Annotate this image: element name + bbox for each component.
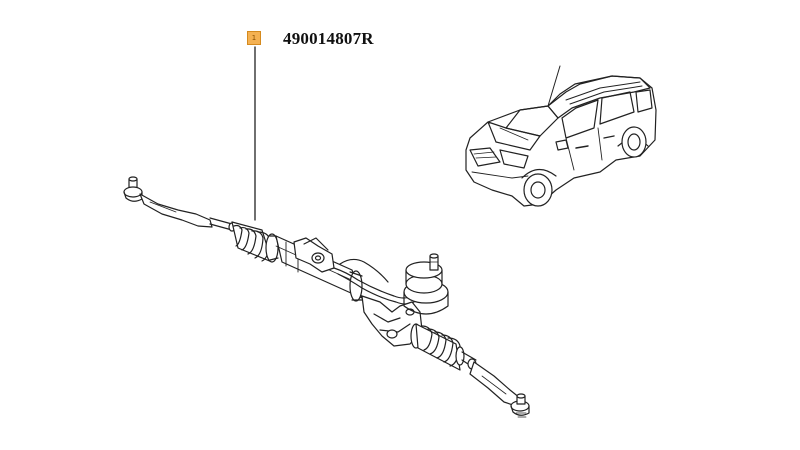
suv-vehicle-icon <box>465 65 657 207</box>
pinion-valve-body <box>361 253 449 347</box>
callout-marker[interactable]: 1 <box>247 31 261 45</box>
right-bellows-boot <box>410 323 465 371</box>
left-bellows-boot <box>231 221 279 263</box>
steering-rack-assembly <box>123 176 530 418</box>
rack-housing <box>275 235 365 302</box>
right-tie-rod-end <box>461 351 530 418</box>
left-tie-rod-end <box>123 176 236 232</box>
part-number-label: 490014807R <box>283 29 374 48</box>
